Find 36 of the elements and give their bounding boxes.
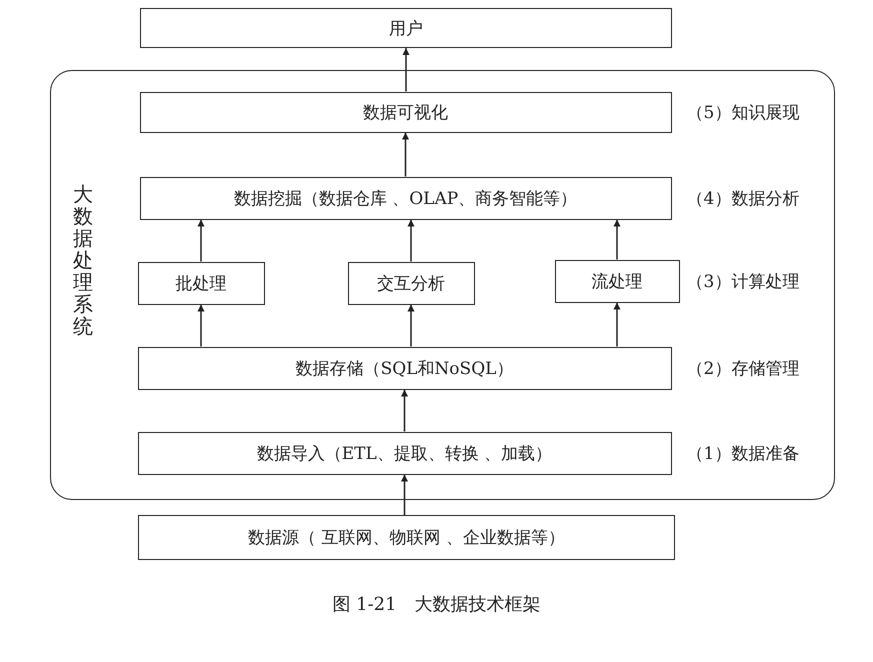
figure-caption: 图 1-21 大数据技术框架: [331, 593, 542, 616]
stage-label: （1）数据准备: [686, 443, 800, 465]
stage-label: （3）计算处理: [686, 271, 800, 293]
arrow: [408, 304, 414, 346]
system-frame: [50, 70, 835, 500]
arrow: [408, 220, 414, 262]
box-label: 数据导入（ETL、提取、转换 、加载）: [256, 442, 552, 464]
arrow: [198, 304, 204, 346]
vertical-heading: 大数据处理系统: [73, 183, 93, 337]
stage-label: （2）存储管理: [686, 358, 800, 380]
arrow: [402, 48, 410, 92]
box-label: 用户: [389, 18, 423, 40]
process-box: [138, 515, 675, 560]
box-label: 数据存储（SQL和NoSQL）: [296, 358, 514, 380]
process-box: [138, 346, 672, 390]
process-box: [140, 8, 672, 48]
arrow: [402, 132, 409, 176]
process-box: [348, 262, 474, 304]
box-label: 交互分析: [377, 272, 445, 294]
box-label: 数据挖掘（数据仓库 、OLAP、商务智能等）: [234, 188, 578, 210]
stage-label: （5）知识展现: [686, 102, 800, 124]
arrow: [198, 220, 204, 262]
arrow: [401, 390, 408, 432]
process-box: [554, 260, 680, 302]
process-box: [138, 262, 264, 304]
process-box: [138, 432, 672, 474]
process-box: [140, 176, 672, 220]
box-label: 批处理: [176, 272, 226, 294]
box-label: 数据源（ 互联网、物联网 、企业数据等）: [248, 527, 565, 549]
process-box: [140, 92, 672, 132]
stage-label: （4）数据分析: [686, 188, 800, 210]
arrow: [614, 220, 620, 260]
box-label: 流处理: [592, 270, 642, 292]
arrow: [401, 474, 408, 515]
box-label: 数据可视化: [363, 102, 448, 124]
arrow: [614, 302, 620, 346]
